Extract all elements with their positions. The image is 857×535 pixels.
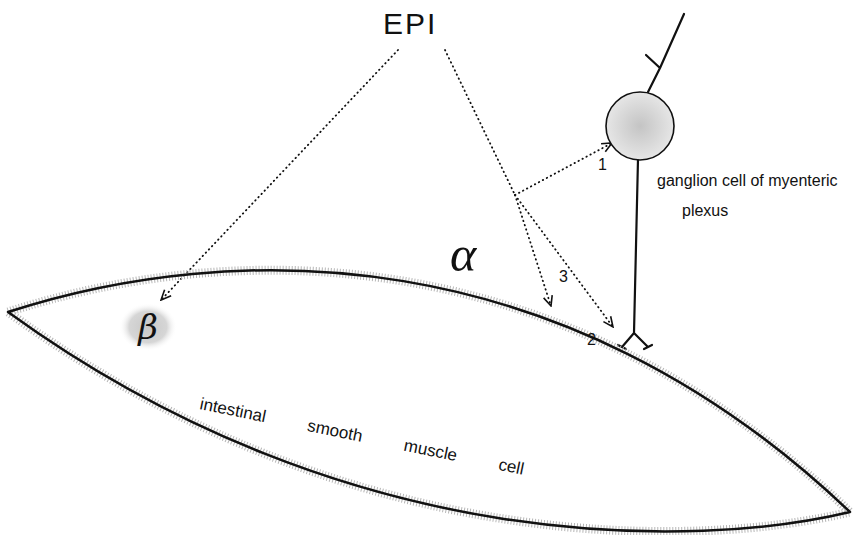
axon-terminal <box>618 159 652 349</box>
callout-number: 1 <box>598 156 607 174</box>
dotted-arrow <box>515 195 551 306</box>
beta-receptor: β <box>118 302 178 352</box>
cell-label: intestinal smooth muscle cell <box>198 394 526 479</box>
dotted-arrow <box>161 50 398 300</box>
callout-number: 3 <box>559 268 568 286</box>
dotted-line <box>445 50 515 195</box>
cell-outline <box>0 240 857 535</box>
receptor-symbol: α <box>450 226 476 282</box>
dotted-arrow <box>515 143 612 195</box>
hormone-label: EPI <box>383 6 437 42</box>
callout-number: 2 <box>587 331 596 349</box>
receptor-symbol: β <box>118 302 178 352</box>
ganglion-body <box>604 90 676 162</box>
ganglion-label: ganglion cell of myenteric plexus <box>657 166 852 226</box>
dendrite <box>646 14 684 92</box>
ganglion-cell: ganglion cell of myenteric plexus <box>604 90 676 162</box>
muscle-cell: intestinal smooth muscle cell β <box>0 240 857 535</box>
dotted-arrow <box>515 195 613 327</box>
